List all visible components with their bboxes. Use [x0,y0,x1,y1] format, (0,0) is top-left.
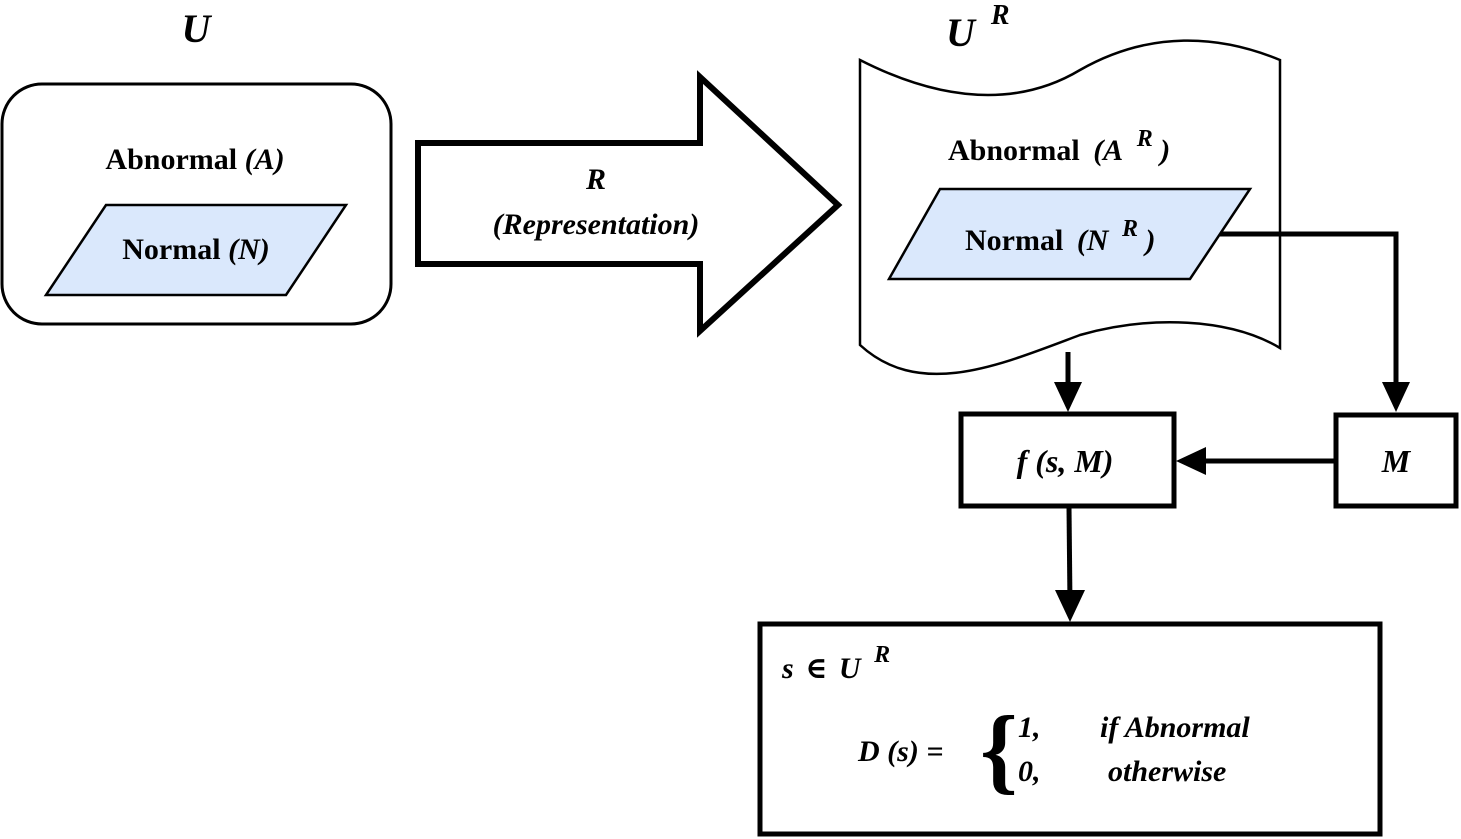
model-arrowhead [1382,382,1410,412]
represented-abnormal-symbol-open: (A [1093,134,1123,167]
model-to-function-arrowhead [1176,447,1206,475]
representation-label: (Representation) [493,208,700,241]
represented-abnormal-label: Abnormal [948,134,1080,167]
decision-box [757,621,1383,837]
represented-normal-text: Normal (N R ) [965,210,1155,257]
decision-domain-s: s [781,652,794,685]
represented-abnormal-text: Abnormal (A R ) [948,120,1170,167]
represented-normal-symbol-close: ) [1142,224,1155,257]
case2-value: 0, [1018,755,1041,788]
universe-abnormal-symbol: (A) [245,143,285,176]
decision-domain-superscript: R [873,642,890,668]
model-box [1333,412,1459,509]
universe-normal-label: Normal [122,233,220,266]
decision-brace: { [980,696,1018,803]
universe-normal-symbol: (N) [228,233,270,266]
universe-abnormal-label: Abnormal [105,143,237,176]
function-box [958,411,1177,509]
decision-domain-u: U [839,652,862,685]
decision-function: D (s) = [857,735,943,768]
element-of-symbol: ∈ [805,652,827,685]
model-label: M [1381,443,1412,479]
represented-universe-title-superscript: R [990,0,1010,31]
represented-normal-symbol-open: (N [1077,224,1110,257]
represented-abnormal-superscript: R [1136,126,1153,152]
representation-arrow [415,70,843,338]
represented-universe-title-u: U [946,10,977,55]
represented-normal-shape [886,187,1253,281]
universe-title: U [182,6,213,51]
represented-normal-superscript: R [1121,216,1138,242]
decision-domain-line: s ∈ U R [781,642,890,685]
universe-normal-text: Normal (N) [122,233,269,266]
representation-symbol: R [585,163,606,196]
function-arrowhead [1054,382,1082,412]
function-to-decision-connector [1066,506,1073,606]
represented-abnormal-symbol-close: ) [1157,134,1170,167]
universe-normal-shape [43,203,349,297]
represented-normal-label: Normal [965,224,1063,257]
decision-arrowhead [1055,590,1085,622]
represented-universe-title: U R [946,0,1010,55]
universe-abnormal-text: Abnormal (A) [105,143,284,176]
function-label: f (s, M) [1017,443,1114,479]
case1-value: 1, [1018,711,1041,744]
normal-to-model-connector [1220,231,1399,402]
case1-condition: if Abnormal [1100,711,1250,744]
case2-condition: otherwise [1108,755,1226,788]
